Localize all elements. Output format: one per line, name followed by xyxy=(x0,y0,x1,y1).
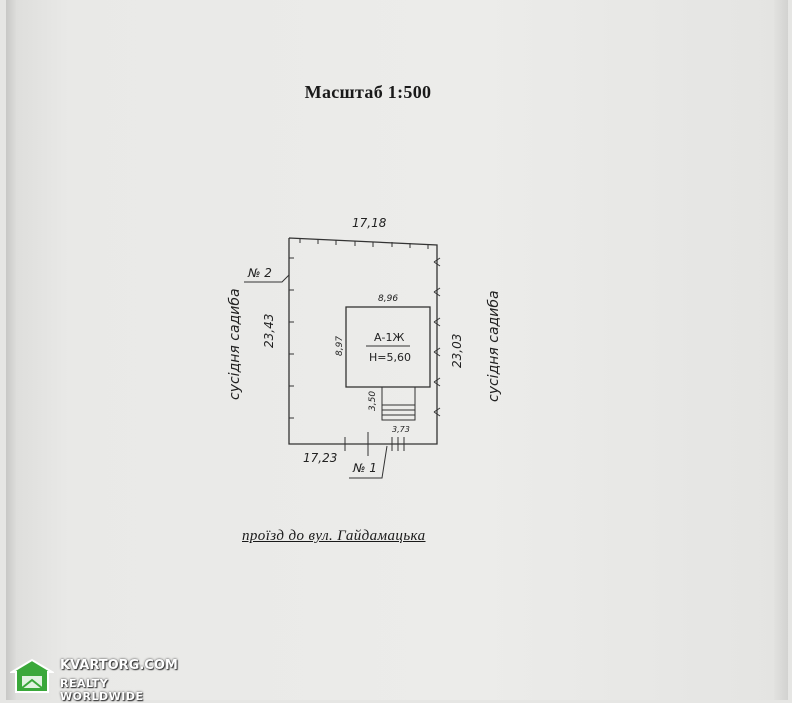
porch xyxy=(381,386,416,421)
building-depth: 8,97 xyxy=(335,336,345,356)
neighbor-left-label: сусідня садиба xyxy=(227,288,243,400)
point-1-leader xyxy=(349,445,388,479)
house-icon xyxy=(10,658,54,693)
plot-boundary xyxy=(288,237,438,445)
fence-ticks xyxy=(289,238,441,456)
bottom-side-length: 17,23 xyxy=(303,451,337,465)
watermark-line2: REALTY WORLDWIDE xyxy=(60,677,144,703)
point-2-leader xyxy=(244,274,290,283)
watermark-line1: KVARTORG.COM xyxy=(60,658,178,673)
point-2-label: № 2 xyxy=(247,266,272,280)
neighbor-right-label: сусідня садиба xyxy=(486,290,502,402)
gate-width: 3,73 xyxy=(392,425,410,434)
street-label: проїзд до вул. Гайдамацька xyxy=(242,528,426,544)
point-1-label: № 1 xyxy=(352,461,377,475)
document-sheet xyxy=(6,0,788,700)
left-side-length: 23,43 xyxy=(262,314,276,348)
page-fold-left xyxy=(6,0,16,700)
kvartorg-watermark: KVARTORG.COM REALTY WORLDWIDE xyxy=(10,656,185,703)
building-code: А-1Ж xyxy=(374,331,404,344)
right-side-length: 23,03 xyxy=(450,334,464,368)
porch-length: 3,50 xyxy=(368,391,378,411)
building-height: Н=5,60 xyxy=(369,351,411,364)
building-a1zh xyxy=(345,306,431,388)
scale-title: Масштаб 1:500 xyxy=(304,82,432,102)
building-width: 8,96 xyxy=(378,294,398,304)
page-fold-right xyxy=(774,0,788,700)
top-side-length: 17,18 xyxy=(352,216,387,230)
